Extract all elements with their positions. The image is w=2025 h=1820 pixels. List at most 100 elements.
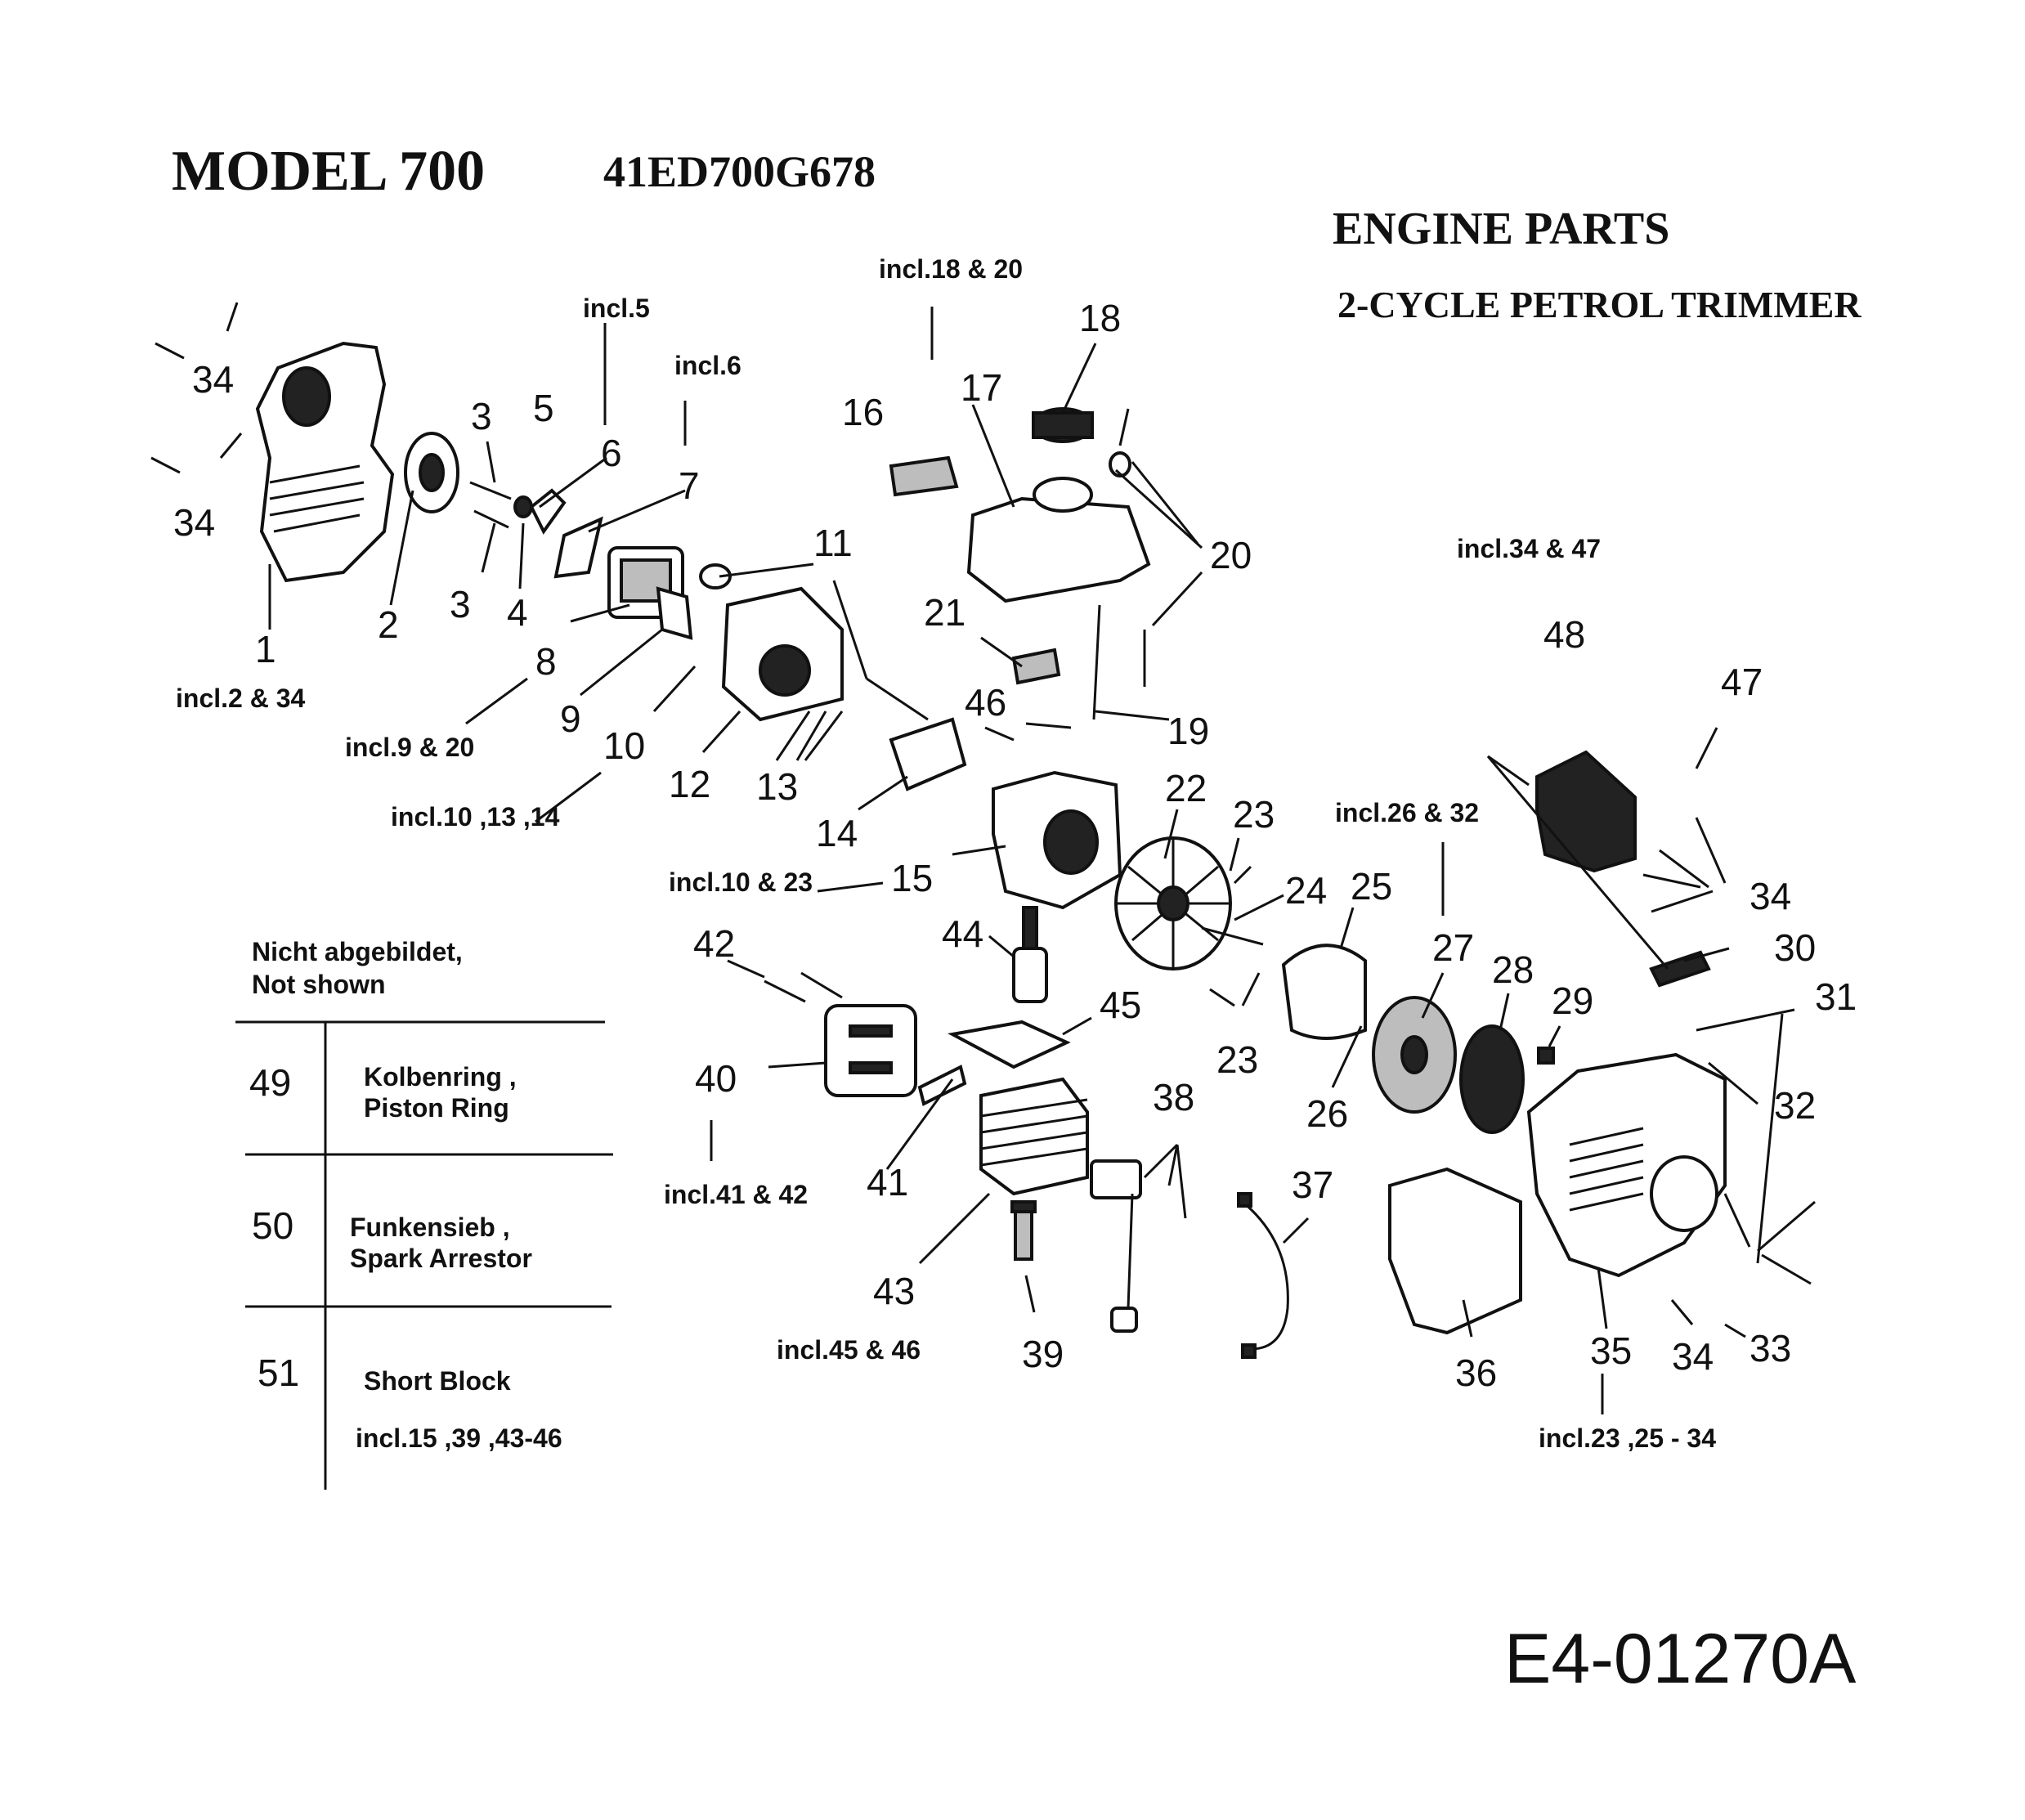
callout-34a: 34: [192, 358, 234, 401]
crankcase-illustration: [992, 770, 1122, 910]
callout-34c: 34: [1749, 875, 1791, 917]
callout-31: 31: [1815, 975, 1857, 1018]
ring-gasket-illustration: [1281, 944, 1367, 1040]
screws-illustration: [150, 302, 512, 529]
not-shown-row-49-de: Kolbenring ,: [364, 1062, 517, 1092]
callout-34b: 34: [173, 501, 215, 544]
callout-7: 7: [679, 464, 700, 507]
callout-6: 6: [601, 432, 622, 474]
not-shown-heading-de: Nicht abgebildet,: [252, 937, 463, 966]
fan-housing-illustration: [255, 341, 395, 583]
callout-29: 29: [1552, 979, 1593, 1022]
not-shown-row-49-en: Piston Ring: [364, 1093, 509, 1123]
callout-numbers: 1 2 3 3 4 5 6 7 8 9 10 11 12 13 14 15 16…: [173, 297, 1857, 1394]
callout-11: 11: [813, 522, 853, 564]
piston-illustration: [1012, 906, 1048, 1003]
diagram-code: E4-01270A: [1504, 1620, 1857, 1698]
callout-34d: 34: [1672, 1335, 1714, 1378]
carburetor-plates-illustration: [513, 488, 603, 579]
flywheel-illustration: [1114, 836, 1232, 971]
callout-43: 43: [873, 1270, 915, 1312]
not-shown-row-50-de: Funkensieb ,: [350, 1213, 510, 1242]
not-shown-row-50-en: Spark Arrestor: [350, 1244, 532, 1273]
callout-4: 4: [507, 591, 528, 634]
callout-10: 10: [603, 724, 645, 767]
pulley-illustration: [1372, 996, 1457, 1114]
callout-18: 18: [1079, 297, 1121, 339]
callout-33: 33: [1749, 1327, 1791, 1369]
callout-24: 24: [1285, 869, 1327, 912]
long-rod-illustration: [1092, 604, 1101, 720]
note-incl-34-47: incl.34 & 47: [1457, 534, 1601, 563]
callout-9: 9: [560, 697, 581, 740]
washer-illustration: [404, 432, 459, 513]
section-title: ENGINE PARTS: [1333, 204, 1669, 254]
not-shown-row-51-label: Short Block: [364, 1366, 511, 1396]
not-shown-row-51-number: 51: [258, 1352, 299, 1394]
filter-element-illustration: [889, 455, 959, 497]
callout-23a: 23: [1233, 793, 1275, 836]
callout-22: 22: [1165, 767, 1207, 809]
callout-20: 20: [1210, 534, 1252, 576]
not-shown-row-50-number: 50: [252, 1204, 293, 1247]
note-incl-5: incl.5: [583, 294, 650, 323]
not-shown-row-51-incl: incl.15 ,39 ,43-46: [356, 1423, 562, 1453]
foam-strip-illustration: [1011, 648, 1061, 685]
starter-handle-illustration: [1649, 950, 1711, 988]
callout-40: 40: [695, 1057, 737, 1100]
section-subtitle: 2-CYCLE PETROL TRIMMER: [1337, 284, 1861, 325]
callout-30: 30: [1774, 926, 1816, 969]
recoil-spring-illustration: [1459, 1024, 1525, 1134]
callout-13: 13: [756, 765, 798, 808]
callout-14: 14: [816, 812, 858, 854]
note-incl-10-13-14: incl.10 ,13 ,14: [391, 802, 560, 832]
callout-26: 26: [1306, 1092, 1348, 1135]
callout-45: 45: [1100, 984, 1141, 1026]
callout-46: 46: [965, 681, 1006, 724]
fuel-cap-illustration: [1032, 407, 1094, 443]
not-shown-table: Nicht abgebildet, Not shown 49 Kolbenrin…: [235, 937, 613, 1490]
starter-housing-illustration: [1526, 1052, 1727, 1278]
callout-2: 2: [378, 603, 399, 646]
note-incl-26-32: incl.26 & 32: [1335, 798, 1479, 827]
note-incl-2-34: incl.2 & 34: [176, 684, 306, 713]
callout-37: 37: [1292, 1163, 1333, 1206]
note-incl-23-25-34: incl.23 ,25 - 34: [1539, 1423, 1716, 1453]
not-shown-row-49-number: 49: [249, 1061, 291, 1104]
heat-shield-illustration: [1388, 1167, 1522, 1335]
callout-3a: 3: [471, 395, 492, 437]
fuel-line-illustration: [1109, 408, 1146, 687]
cylinder-illustration: [979, 1077, 1089, 1196]
callout-32: 32: [1774, 1084, 1816, 1127]
callout-12: 12: [669, 763, 710, 805]
callout-48: 48: [1543, 613, 1585, 656]
callout-21: 21: [924, 591, 965, 634]
top-cover-illustration: [1535, 750, 1637, 873]
air-filter-box-illustration: [699, 563, 844, 722]
callout-17: 17: [961, 366, 1002, 409]
callout-35: 35: [1590, 1329, 1632, 1372]
ignition-wire-illustration: [1237, 1192, 1289, 1359]
callout-15: 15: [891, 857, 933, 899]
callout-39: 39: [1022, 1333, 1064, 1375]
callout-25: 25: [1351, 865, 1392, 908]
note-incl-45-46: incl.45 & 46: [777, 1335, 921, 1365]
note-incl-18-20: incl.18 & 20: [879, 254, 1023, 284]
note-incl-41-42: incl.41 & 42: [664, 1180, 808, 1209]
callout-8: 8: [535, 640, 557, 683]
callout-36: 36: [1455, 1352, 1497, 1394]
fuel-tank-illustration: [966, 477, 1151, 603]
callout-19: 19: [1167, 710, 1209, 752]
callout-1: 1: [255, 628, 276, 670]
callout-44: 44: [942, 912, 983, 955]
spark-plug-illustration: [1010, 1200, 1037, 1261]
callout-27: 27: [1432, 926, 1474, 969]
callout-3b: 3: [450, 583, 471, 625]
callout-42: 42: [693, 922, 735, 965]
model-title: MODEL 700: [172, 140, 485, 203]
carburetor-illustration: [607, 546, 693, 640]
model-number: 41ED700G678: [603, 147, 876, 196]
leader-lines: [268, 307, 1816, 1414]
callout-23b: 23: [1216, 1038, 1258, 1081]
note-incl-10-23: incl.10 & 23: [669, 867, 813, 897]
